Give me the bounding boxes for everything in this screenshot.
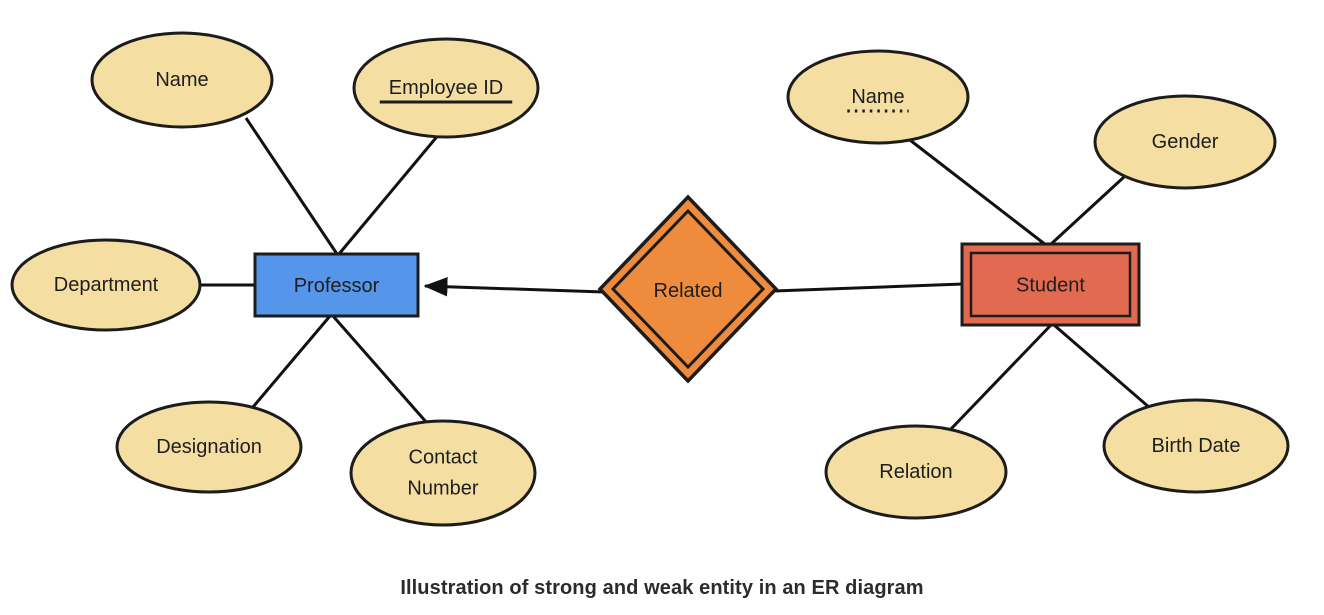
- attribute-professor-department: Department: [10, 238, 202, 332]
- attribute-professor-contact-number-ellipse: [349, 419, 537, 527]
- entity-student: Student: [960, 242, 1141, 327]
- attribute-student-relation-label: Relation: [879, 461, 952, 483]
- attribute-professor-employee-id-ellipse: [352, 37, 540, 139]
- edge-professor-designation-link: [251, 315, 332, 408]
- entity-professor-label: Professor: [294, 275, 380, 297]
- attribute-student-relation: Relation: [824, 424, 1008, 520]
- relationship-related-inner: [610, 208, 766, 370]
- attribute-student-name-ellipse: [786, 49, 970, 145]
- attribute-professor-designation: Designation: [115, 400, 303, 494]
- entity-student-inner-rect: [969, 251, 1132, 318]
- attribute-professor-employee-id-label: Employee ID: [389, 77, 504, 99]
- attribute-professor-designation-ellipse: [115, 400, 303, 494]
- attribute-student-birth-date-label: Birth Date: [1152, 435, 1241, 457]
- attribute-student-gender-ellipse: [1093, 94, 1277, 190]
- edge-student-birth-date-link: [1053, 323, 1151, 410]
- edge-professor-employee-id-link: [337, 132, 442, 255]
- attribute-student-birth-date: Birth Date: [1102, 398, 1290, 494]
- attribute-student-gender-label: Gender: [1152, 131, 1219, 153]
- entity-professor: Professor: [253, 252, 420, 318]
- attribute-professor-department-ellipse: [10, 238, 202, 332]
- attribute-professor-name-label: Name: [155, 69, 208, 91]
- relationship-related-label: Related: [654, 280, 723, 302]
- entity-professor-rect: [253, 252, 420, 318]
- relationship-related: Related: [597, 194, 779, 384]
- edge-related-student-link: [773, 282, 964, 293]
- attribute-student-name: Name: [786, 49, 970, 145]
- edge-student-name-link: [905, 135, 1047, 247]
- edge-student-gender-link: [1048, 175, 1126, 247]
- edge-student-relation-link: [948, 323, 1053, 432]
- relationship-related-outer: [597, 194, 779, 384]
- attribute-professor-name-ellipse: [90, 31, 274, 129]
- attribute-professor-department-label: Department: [54, 274, 159, 296]
- attribute-student-birth-date-ellipse: [1102, 398, 1290, 494]
- entity-student-rect: [960, 242, 1141, 327]
- edge-professor-name-link: [244, 117, 339, 255]
- attribute-professor-name: Name: [90, 31, 274, 129]
- edge-professor-contact-number-link: [331, 315, 429, 424]
- diagram-caption: Illustration of strong and weak entity i…: [400, 577, 924, 599]
- attribute-student-name-label: Name: [851, 86, 904, 108]
- attribute-professor-employee-id: Employee ID: [352, 37, 540, 139]
- edge-related-professor-link: [423, 277, 605, 297]
- entity-student-label: Student: [1016, 275, 1085, 297]
- attribute-student-relation-ellipse: [824, 424, 1008, 520]
- attribute-student-gender: Gender: [1093, 94, 1277, 190]
- attribute-professor-designation-label: Designation: [156, 436, 262, 458]
